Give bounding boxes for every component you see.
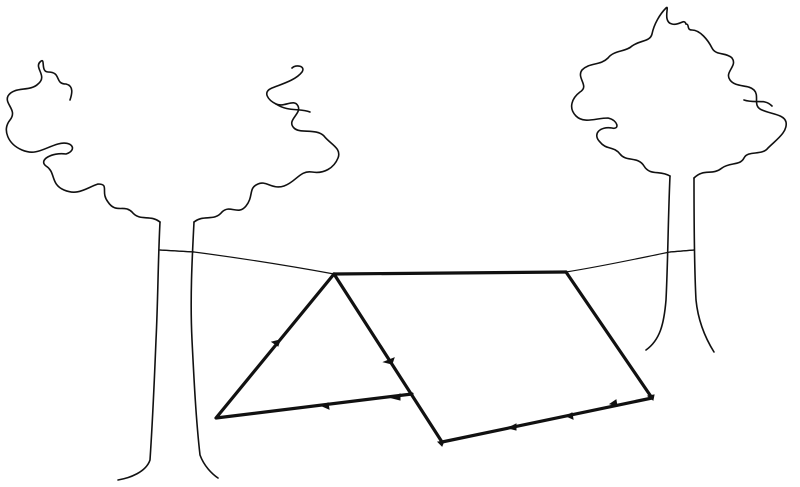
tree-left-trunk-left [117,221,161,481]
tarp-front-bottom-edge [440,396,654,444]
ridge-line-wrap-left [159,249,195,253]
tarp-shelter-icon [214,270,655,447]
tree-right-trunk-right [693,177,715,353]
stake-peg [436,440,445,447]
stake-peg [270,339,281,347]
tree-right-canopy-right [685,23,787,179]
stake-peg [506,423,517,431]
ridge-line-wrap-right [669,249,695,253]
tree-left-canopy [5,59,161,223]
tarp-back-left-edge [214,272,414,420]
tree-left-trunk-right [190,221,219,479]
stake-peg [564,412,574,420]
tarp-front-right-edge [564,270,654,400]
tarp-stakes [270,339,655,447]
tree-left-canopy-right [193,65,340,223]
tree-left-icon [5,59,340,481]
stake-peg [390,393,401,401]
stake-peg [382,357,395,365]
stake-peg [608,399,618,407]
tarp-ridge-edge [332,270,568,276]
tree-left-canopy-accent [275,103,311,113]
tree-right-trunk-left [645,175,671,351]
stake-peg [320,402,330,410]
tarp-front-left-edge [332,272,444,444]
stake-peg [646,394,655,401]
tree-right-canopy-accent [743,99,773,107]
ridge-line-icon [159,249,695,275]
ridge-line-right [565,249,695,273]
tree-right-canopy-left [570,6,687,177]
tree-right-icon [570,6,787,353]
ridge-line-left [159,249,335,275]
